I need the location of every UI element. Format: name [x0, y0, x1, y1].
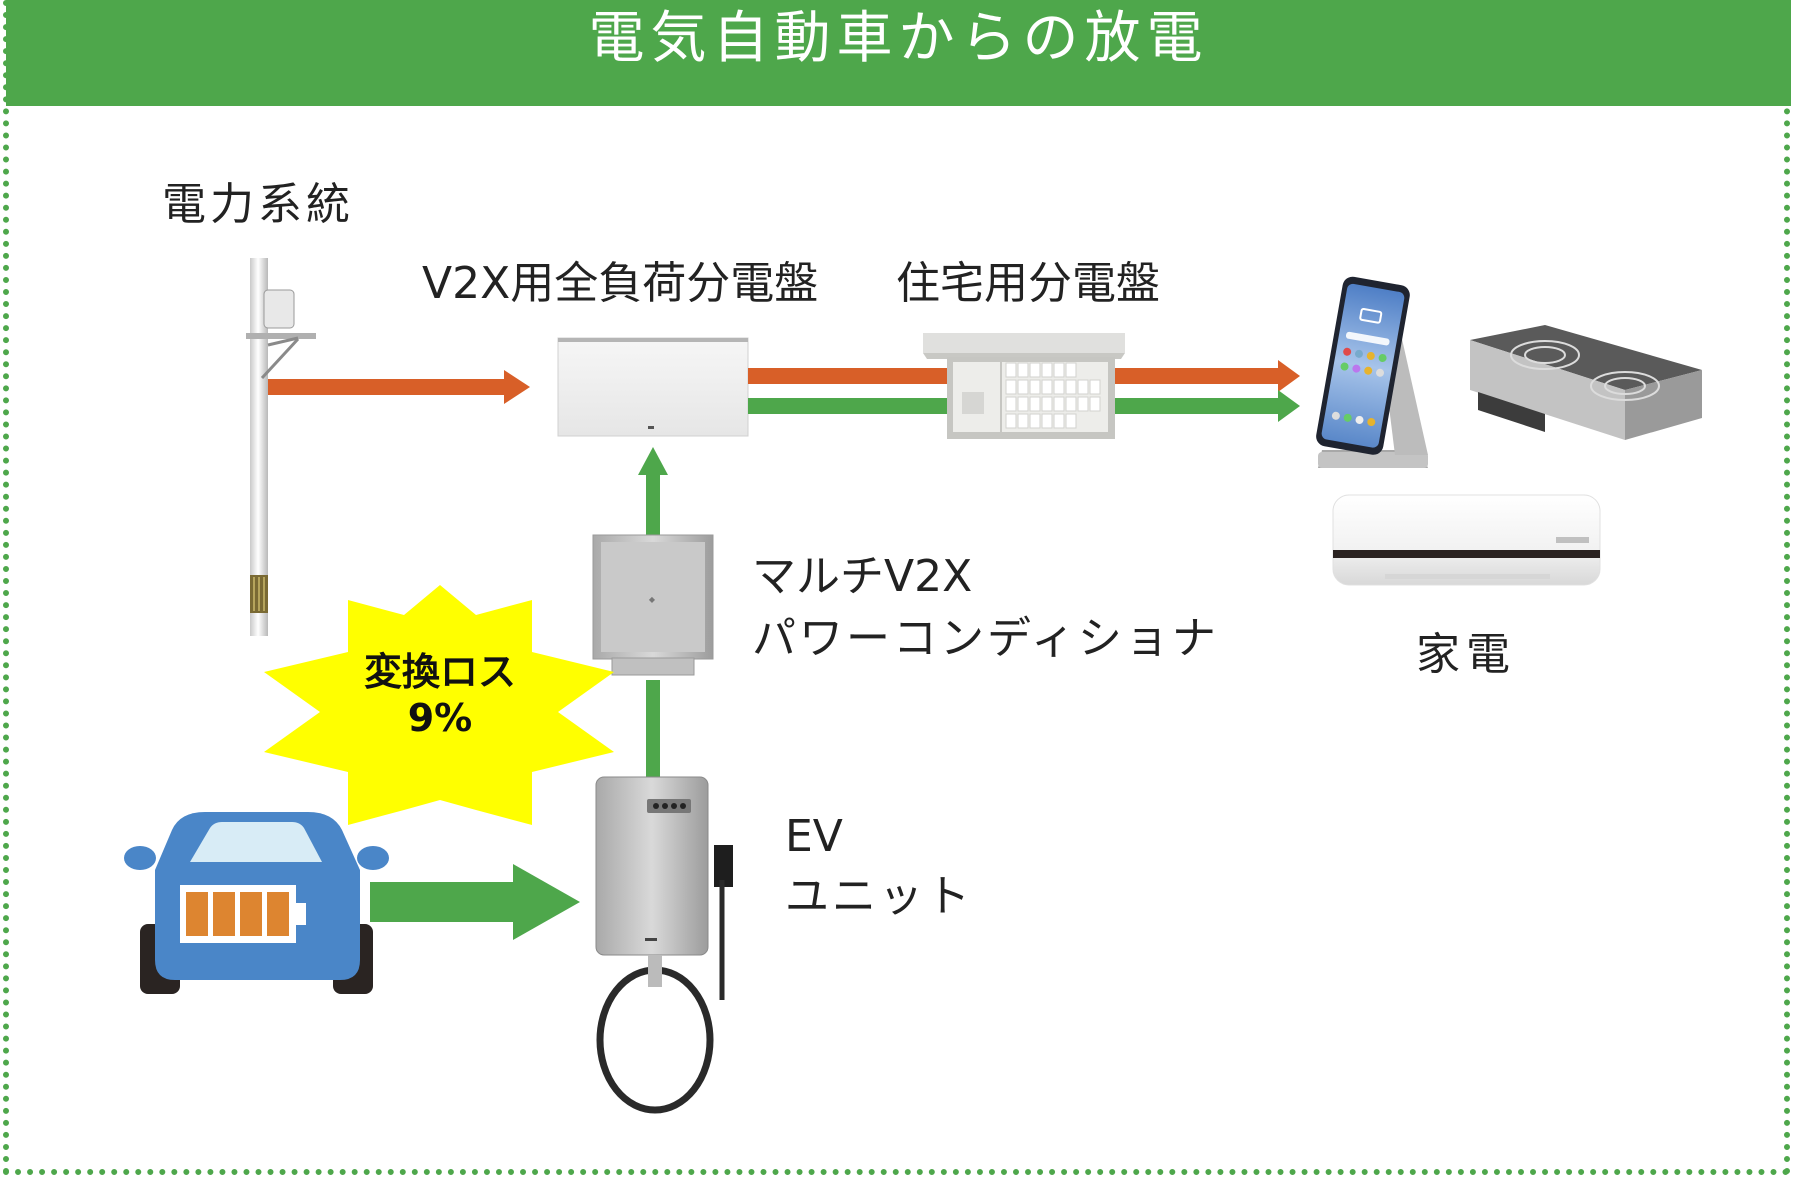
- conversion-loss-label: 変換ロス: [363, 650, 516, 694]
- ev-unit-label-2: ユニット: [785, 871, 973, 922]
- utility-pole-icon: [246, 258, 316, 636]
- header-banner: 電気自動車からの放電: [6, 0, 1791, 106]
- appliances-label: 家電: [1416, 629, 1516, 680]
- ev-unit-label-1: EV: [785, 811, 843, 862]
- dotted-frame: [3, 0, 1790, 1175]
- home-panel-icon: [923, 333, 1125, 439]
- pcs-to-panel-arrow: [638, 447, 668, 782]
- v2x-panel-label: V2X用全負荷分電盤: [422, 258, 819, 309]
- panel-to-appliance-arrows: [748, 360, 1300, 422]
- conversion-loss-burst: [264, 585, 614, 825]
- svg-text:◆: ◆: [649, 595, 656, 604]
- electric-car-icon: [124, 812, 389, 994]
- ev-unit-icon: [595, 776, 733, 1114]
- v2x-panel-icon: [557, 337, 749, 437]
- induction-cooktop-icon: [1470, 325, 1702, 440]
- power-conditioner-icon: ◆: [592, 534, 714, 676]
- power-conditioner-label-1: マルチV2X: [752, 551, 973, 602]
- air-conditioner-icon: [1332, 494, 1601, 586]
- home-panel-label: 住宅用分電盤: [896, 258, 1160, 309]
- conversion-loss-text: 変換ロス 9%: [340, 650, 540, 741]
- car-to-ev-unit-arrow: [370, 864, 580, 940]
- smartphone-icon: [1316, 276, 1428, 468]
- conversion-loss-value: 9%: [407, 695, 473, 740]
- page-title: 電気自動車からの放電: [588, 5, 1209, 71]
- grid-label: 電力系統: [162, 179, 354, 230]
- grid-flow-arrow: [268, 370, 530, 404]
- power-conditioner-label-2: パワーコンディショナ: [752, 613, 1219, 664]
